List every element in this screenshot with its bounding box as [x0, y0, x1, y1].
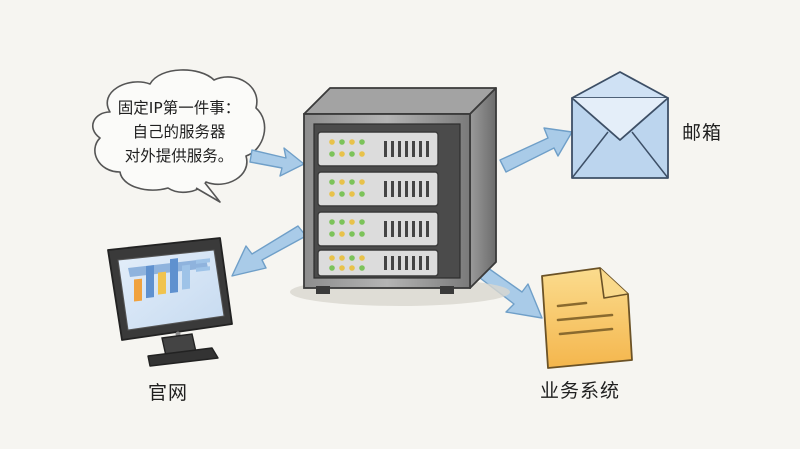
- server-unit-3: [317, 211, 439, 247]
- monitor-icon: [107, 237, 233, 367]
- server-unit-2: [317, 171, 439, 207]
- document-icon: [541, 267, 633, 369]
- arrow-server-to-monitor: [231, 225, 307, 277]
- mail-label: 邮箱: [682, 122, 723, 144]
- speech-bubble-text: 固定IP第一件事： 自己的服务器 对外提供服务。: [104, 96, 254, 168]
- server-unit-4: [317, 249, 439, 277]
- bubble-line-1: 固定IP第一件事：: [117, 99, 241, 117]
- arrow-server-to-document: [479, 267, 543, 319]
- speech-bubble: [92, 69, 266, 203]
- business-system-label: 业务系统: [540, 380, 621, 402]
- envelope-icon: [571, 71, 669, 179]
- server-unit-1: [317, 131, 439, 167]
- website-label: 官网: [148, 382, 189, 404]
- bubble-line-2: 自己的服务器: [132, 123, 226, 141]
- arrow-server-to-mail: [499, 127, 573, 173]
- server-rack-icon: [290, 87, 510, 306]
- bubble-line-3: 对外提供服务。: [124, 147, 234, 165]
- arrow-bubble-to-server: [249, 147, 305, 177]
